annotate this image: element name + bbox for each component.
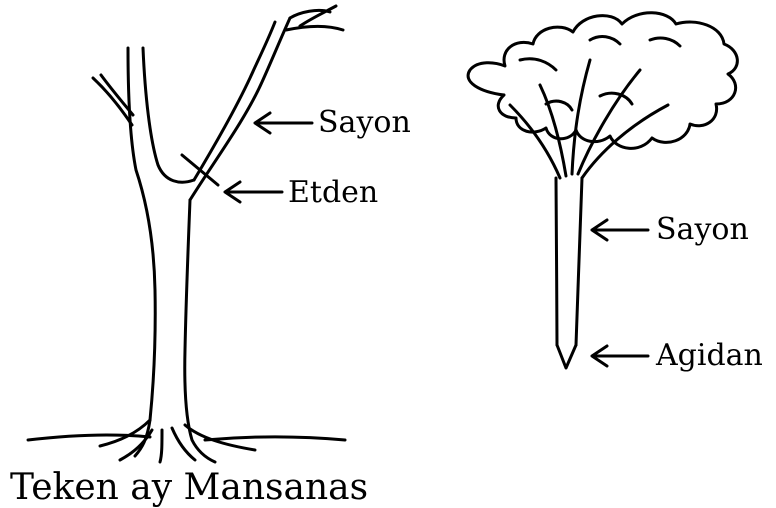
- label-etden: Etden: [288, 178, 378, 208]
- left-ground: [28, 435, 345, 440]
- left-branch-tip-2: [286, 26, 343, 30]
- arrow-sayon-left: [255, 113, 312, 133]
- arrow-sayon-right: [592, 220, 648, 240]
- left-trunk-crotch: [143, 48, 194, 182]
- arrow-agidan: [592, 346, 648, 366]
- right-trunk-right: [576, 178, 582, 345]
- right-canopy-texture: [520, 37, 680, 110]
- right-trunk-left: [556, 178, 557, 345]
- right-trunk-wedge: [557, 345, 576, 368]
- left-trunk-left-edge: [128, 48, 155, 456]
- right-tree-drawing: [468, 13, 737, 368]
- left-roots: [100, 420, 255, 462]
- label-sayon-trunk: Sayon: [656, 215, 749, 245]
- left-trunk-twig: [93, 78, 132, 125]
- right-branches: [510, 60, 668, 178]
- arrow-etden: [225, 182, 282, 202]
- left-branch-inner: [194, 22, 275, 180]
- label-agidan: Agidan: [656, 341, 763, 371]
- left-tree-drawing: [28, 6, 345, 462]
- caption-apple-tree: Teken ay Mansanas: [10, 470, 368, 506]
- pointer-arrows: [225, 113, 648, 366]
- right-canopy: [468, 13, 737, 149]
- label-sayon-branch: Sayon: [318, 108, 411, 138]
- left-trunk-right-edge: [185, 200, 215, 462]
